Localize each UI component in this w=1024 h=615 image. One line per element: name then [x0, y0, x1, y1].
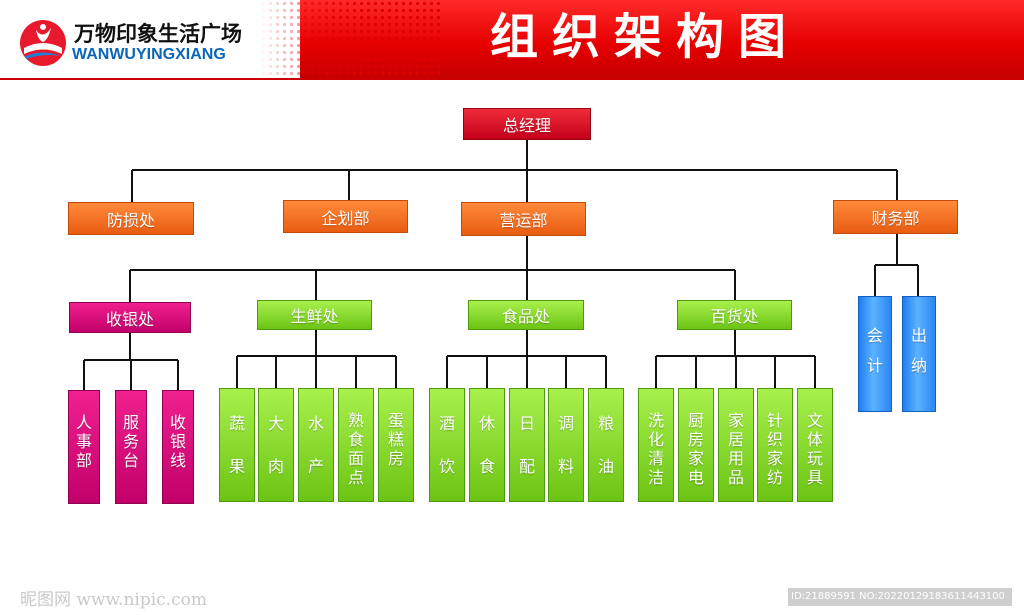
node-grain-oil: 粮油 — [588, 388, 624, 502]
node-service-desk: 服务台 — [115, 390, 147, 504]
node-beverages: 酒饮 — [429, 388, 465, 502]
node-loss-prevention: 防损处 — [68, 202, 194, 235]
node-seafood: 水产 — [298, 388, 334, 502]
watermark-site: 昵图网 www.nipic.com — [20, 590, 207, 610]
node-food: 食品处 — [468, 300, 584, 330]
node-textiles: 针织家纺 — [757, 388, 793, 502]
brand-name-cn: 万物印象生活广场 — [74, 22, 242, 46]
node-planning: 企划部 — [283, 200, 408, 233]
node-meat: 大肉 — [258, 388, 294, 502]
header-bar: 万物印象生活广场 WANWUYINGXIANG 组织架构图 — [0, 0, 1024, 80]
node-snacks: 休食 — [469, 388, 505, 502]
brand-name-en: WANWUYINGXIANG — [72, 46, 226, 63]
header-dot-pattern — [260, 0, 440, 80]
brand-logo-icon — [20, 20, 66, 66]
node-hr: 人事部 — [68, 390, 100, 504]
node-fresh: 生鲜处 — [257, 300, 372, 330]
node-daily-dairy: 日配 — [509, 388, 545, 502]
page-title: 组织架构图 — [489, 9, 800, 65]
node-accounting: 会计 — [858, 296, 892, 412]
node-operations: 营运部 — [461, 202, 586, 236]
node-cleaning: 洗化清洁 — [638, 388, 674, 502]
node-finance: 财务部 — [833, 200, 958, 234]
node-cake-shop: 蛋糕房 — [378, 388, 414, 502]
watermark-id: ID:21889591 NO:20220129183611443100 — [788, 588, 1012, 606]
node-produce: 蔬果 — [219, 388, 255, 502]
node-stationery-toys: 文体玩具 — [797, 388, 833, 502]
node-seasonings: 调料 — [548, 388, 584, 502]
node-cashier-finance: 出纳 — [902, 296, 936, 412]
node-general-manager: 总经理 — [463, 108, 591, 140]
node-cashier: 收银处 — [69, 302, 191, 333]
node-kitchen-appliances: 厨房家电 — [678, 388, 714, 502]
node-household: 家居用品 — [718, 388, 754, 502]
node-deli-bakery: 熟食面点 — [338, 388, 374, 502]
node-general-goods: 百货处 — [677, 300, 792, 330]
node-checkout-line: 收银线 — [162, 390, 194, 504]
header-underline — [0, 78, 1024, 80]
